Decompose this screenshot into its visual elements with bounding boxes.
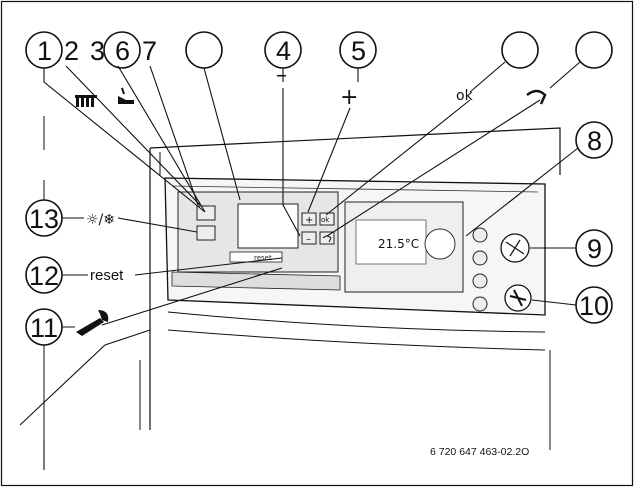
svg-text:4: 4: [276, 36, 291, 66]
hot-water-tap-icon: [118, 87, 134, 104]
svg-text:1: 1: [37, 36, 52, 66]
svg-text:11: 11: [30, 313, 58, 343]
callout-12: 12: [25, 256, 63, 294]
callout-11: 11: [25, 308, 63, 346]
plus-symbol: +: [340, 85, 358, 110]
callout-9: 9: [575, 229, 613, 267]
svg-text:13: 13: [29, 204, 59, 234]
callout-2: 2: [64, 36, 79, 66]
svg-text:6: 6: [115, 36, 130, 66]
callout-blank-back: [575, 31, 613, 69]
callout-blank-left: [185, 31, 223, 69]
svg-text:8: 8: [587, 126, 602, 156]
callout-1: 1: [25, 31, 63, 69]
wrench-icon: [76, 310, 109, 336]
side-button-1[interactable]: [472, 227, 488, 243]
figure-reference-code: 6 720 647 463-02.2O: [430, 446, 529, 458]
callout-13: 13: [25, 199, 63, 237]
heating-button[interactable]: [196, 225, 216, 241]
callout-5: 5: [339, 31, 377, 69]
leader-lines: [19, 61, 581, 470]
callout-7: 7: [142, 36, 157, 66]
svg-text:12: 12: [29, 261, 59, 291]
minus-button[interactable]: [301, 231, 317, 245]
svg-text:10: 10: [579, 291, 609, 321]
minus-symbol: –: [276, 63, 287, 88]
callout-blank-ok: [501, 31, 539, 69]
ok-button-label: ok: [321, 216, 330, 224]
reset-button-label: reset: [254, 254, 272, 262]
side-button-3[interactable]: [472, 273, 488, 289]
plus-button[interactable]: [301, 212, 317, 226]
callout-4: 4: [264, 31, 302, 69]
main-display: [237, 203, 299, 249]
side-buttons: [472, 227, 488, 312]
reset-label: reset: [90, 267, 124, 284]
callout-10: 10: [575, 286, 613, 324]
callout-6: 6: [103, 31, 141, 69]
back-arrow-icon: [526, 89, 547, 105]
controller-dial[interactable]: [424, 228, 456, 260]
side-button-4[interactable]: [472, 296, 488, 312]
ok-button[interactable]: [319, 212, 335, 226]
control-panel: 21.5°C + – ok reset: [164, 177, 546, 316]
minus-button-label: –: [306, 234, 311, 245]
side-button-2[interactable]: [472, 250, 488, 266]
ok-symbol: ok: [456, 88, 474, 104]
callout-3: 3: [90, 36, 105, 66]
heating-radiator-icon: [75, 95, 97, 107]
back-button[interactable]: [319, 231, 335, 245]
reset-button[interactable]: [229, 251, 283, 263]
callout-8: 8: [575, 121, 613, 159]
controller-display-temp: 21.5°C: [378, 237, 419, 251]
svg-text:5: 5: [351, 36, 366, 66]
plus-button-label: +: [305, 215, 313, 226]
svg-text:9: 9: [587, 234, 602, 264]
summer-winter-symbol: ☼/❄: [86, 212, 115, 228]
